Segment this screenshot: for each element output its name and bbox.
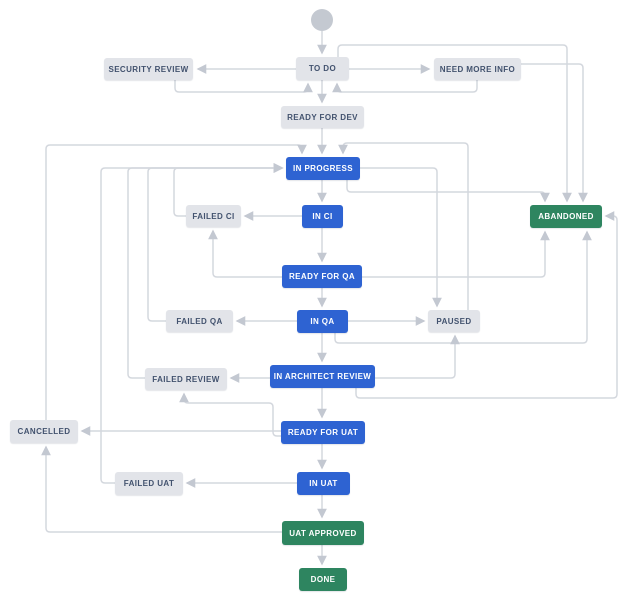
status-label-in-ci: IN CI: [312, 212, 333, 221]
status-node-ready-for-dev[interactable]: READY FOR DEV: [281, 106, 364, 128]
status-node-security-review[interactable]: SECURITY REVIEW: [104, 58, 193, 80]
status-label-ready-for-uat: READY FOR UAT: [287, 428, 359, 437]
status-node-in-architect-review[interactable]: IN ARCHITECT REVIEW: [270, 365, 375, 388]
status-label-ready-for-dev: READY FOR DEV: [287, 112, 358, 122]
edge-ready-for-uat-to-failed-review: [179, 392, 281, 437]
status-label-in-architect-review: IN ARCHITECT REVIEW: [273, 372, 372, 381]
status-label-security-review: SECURITY REVIEW: [108, 64, 189, 74]
status-node-failed-review[interactable]: FAILED REVIEW: [145, 368, 227, 390]
edge-in-architect-review-to-paused: [375, 334, 460, 379]
status-label-abandoned: ABANDONED: [538, 212, 594, 221]
status-label-cancelled: CANCELLED: [17, 427, 71, 436]
status-label-failed-review: FAILED REVIEW: [152, 374, 220, 384]
status-node-need-more-info[interactable]: NEED MORE INFO: [434, 58, 521, 80]
status-node-ready-for-qa[interactable]: READY FOR QA: [282, 265, 362, 288]
status-node-failed-qa[interactable]: FAILED QA: [166, 310, 233, 332]
edge-in-progress-to-paused: [360, 167, 442, 308]
status-node-in-progress[interactable]: IN PROGRESS: [286, 157, 360, 180]
status-node-ready-for-uat[interactable]: READY FOR UAT: [281, 421, 365, 444]
edge-in-qa-to-abandoned: [334, 230, 592, 344]
status-node-paused[interactable]: PAUSED: [428, 310, 480, 332]
status-label-failed-uat: FAILED UAT: [123, 479, 175, 488]
status-label-ready-for-qa: READY FOR QA: [289, 272, 355, 281]
edge-paused-to-in-progress: [338, 142, 469, 310]
start-node[interactable]: [311, 9, 333, 31]
edge-failed-review-to-in-progress: [127, 163, 284, 379]
status-node-uat-approved[interactable]: UAT APPROVED: [282, 521, 364, 545]
edge-need-more-info-to-abandoned: [521, 63, 588, 203]
status-node-to-do[interactable]: TO DO: [296, 57, 349, 80]
status-label-paused: PAUSED: [436, 316, 472, 326]
edge-uat-approved-to-cancelled: [41, 445, 282, 533]
status-label-failed-qa: FAILED QA: [176, 316, 223, 326]
status-node-in-uat[interactable]: IN UAT: [297, 472, 350, 495]
status-label-to-do: TO DO: [308, 64, 337, 73]
status-label-need-more-info: NEED MORE INFO: [439, 64, 516, 74]
edge-cancelled-to-in-progress: [45, 144, 307, 420]
status-node-failed-ci[interactable]: FAILED CI: [186, 205, 241, 227]
edge-failed-qa-to-in-progress: [147, 163, 284, 322]
edge-to-do-to-abandoned: [337, 44, 572, 203]
status-label-in-progress: IN PROGRESS: [293, 164, 353, 173]
status-label-failed-ci: FAILED CI: [192, 211, 235, 221]
edge-ready-for-qa-to-failed-ci: [208, 229, 282, 278]
status-node-in-qa[interactable]: IN QA: [297, 310, 348, 333]
edge-need-more-info-to-to-do: [332, 80, 478, 93]
status-label-in-uat: IN UAT: [309, 479, 338, 488]
status-label-done: DONE: [310, 575, 336, 584]
edge-ready-for-qa-to-abandoned: [362, 230, 550, 278]
status-label-uat-approved: UAT APPROVED: [289, 528, 357, 538]
status-node-abandoned[interactable]: ABANDONED: [530, 205, 602, 228]
edge-security-review-to-to-do: [174, 80, 313, 93]
status-node-failed-uat[interactable]: FAILED UAT: [115, 472, 183, 495]
status-label-in-qa: IN QA: [310, 317, 335, 326]
status-node-in-ci[interactable]: IN CI: [302, 205, 343, 228]
status-node-cancelled[interactable]: CANCELLED: [10, 420, 78, 443]
edge-in-architect-review-to-abandoned: [355, 211, 618, 399]
status-node-done[interactable]: DONE: [299, 568, 347, 591]
edge-failed-uat-to-in-progress: [100, 163, 284, 484]
edge-in-progress-to-abandoned: [346, 180, 550, 203]
